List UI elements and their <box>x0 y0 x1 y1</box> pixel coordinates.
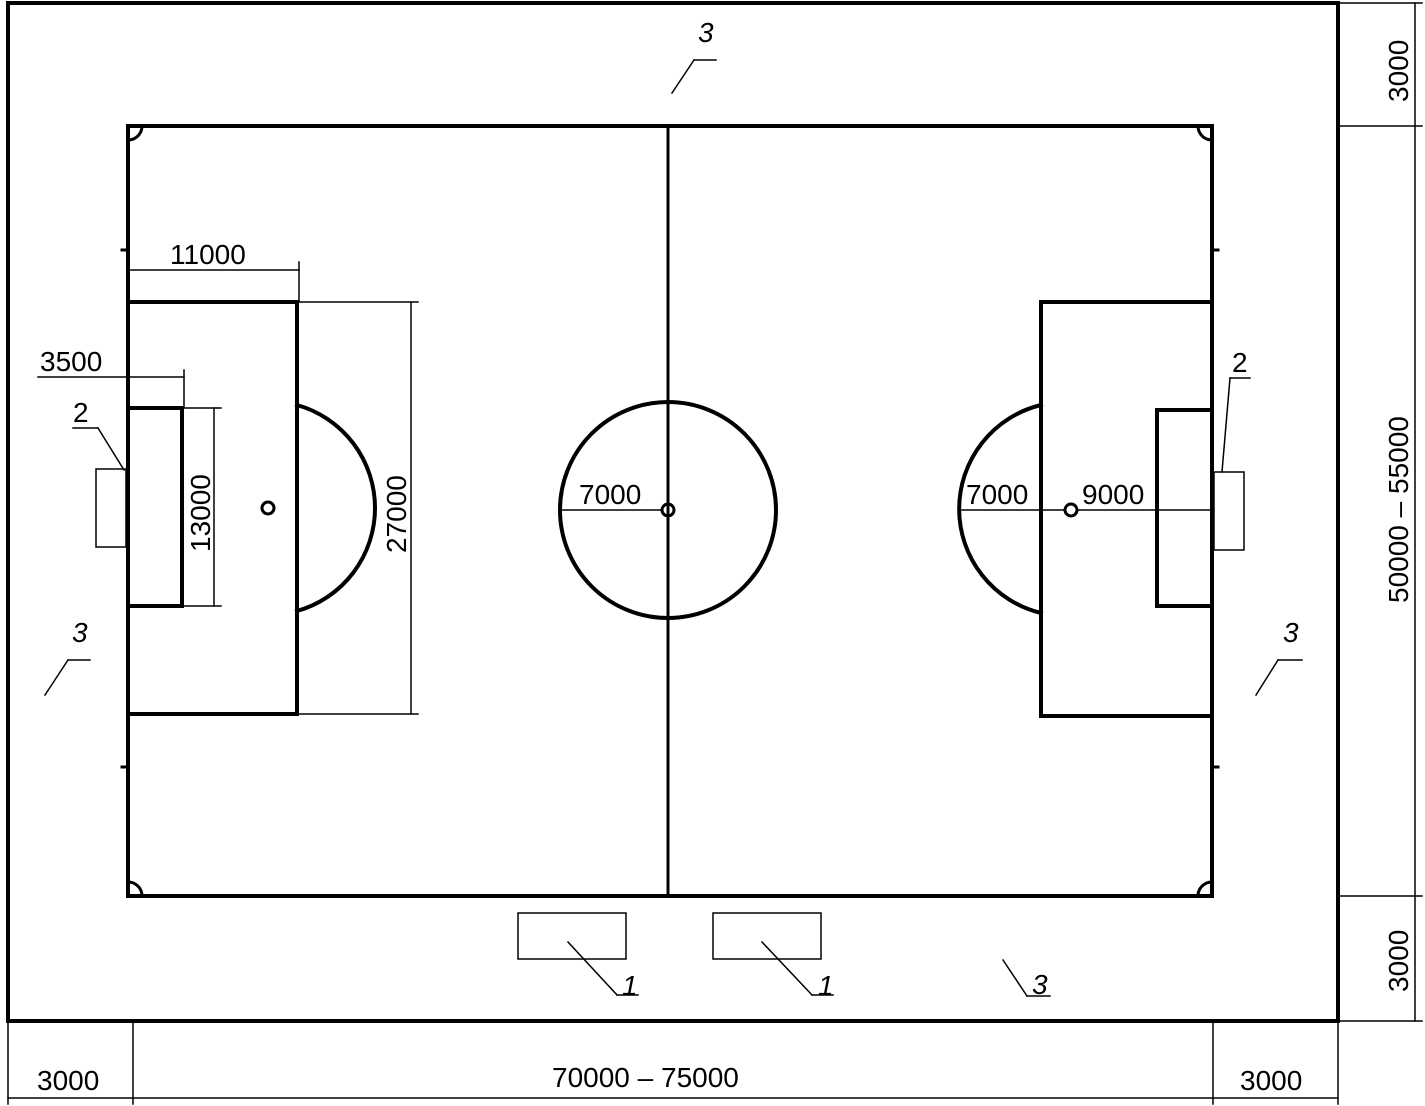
label-goal-right: 2 <box>1232 347 1248 378</box>
label-runoff-bottom: 3 <box>1032 969 1048 1000</box>
dim-text-3500: 3500 <box>40 346 102 377</box>
left-goal <box>95 468 127 548</box>
leader-3-bottom <box>1001 958 1029 998</box>
bench-right <box>712 912 822 960</box>
dim-text-margin-left: 3000 <box>37 1065 99 1096</box>
leader-2-right-diag <box>1221 377 1231 473</box>
leader-3-right <box>1254 658 1280 697</box>
label-runoff-left: 3 <box>72 617 88 648</box>
dim-text-9000: 9000 <box>1082 479 1144 510</box>
dim-text-field-height: 50000 – 55000 <box>1383 416 1414 603</box>
leader-1-left <box>566 940 619 997</box>
dim-text-right-arc-radius: 7000 <box>966 479 1028 510</box>
corner-arc-bottom-left <box>126 880 144 898</box>
leader-3-left <box>43 658 70 697</box>
dim-text-field-length: 70000 – 75000 <box>552 1062 739 1093</box>
leader-1-right <box>760 940 814 997</box>
right-penalty-arc <box>957 402 1044 616</box>
right-penalty-area <box>1039 300 1214 718</box>
label-goal-left: 2 <box>73 397 89 428</box>
dim-text-13000: 13000 <box>185 474 216 552</box>
right-goal-area <box>1155 408 1214 608</box>
leader-3-top <box>670 58 696 95</box>
leader-2-left-diag <box>96 426 126 472</box>
right-penalty-spot <box>1063 502 1079 518</box>
outer-boundary <box>6 1 1340 1023</box>
left-penalty-arc <box>294 402 377 614</box>
dim-text-11000: 11000 <box>170 239 246 270</box>
dim-text-margin-bottom: 3000 <box>1383 930 1414 992</box>
left-penalty-area <box>126 300 299 716</box>
field-boundary <box>126 124 1214 898</box>
label-bench-left: 1 <box>622 970 638 1001</box>
label-runoff-top: 3 <box>698 17 714 48</box>
right-goal <box>1213 471 1245 551</box>
dim-text-center-radius: 7000 <box>579 479 641 510</box>
corner-arc-top-left <box>126 124 144 142</box>
dim-text-27000: 27000 <box>381 475 412 553</box>
left-penalty-spot <box>260 500 276 516</box>
label-bench-right: 1 <box>818 970 834 1001</box>
dim-text-margin-right: 3000 <box>1240 1065 1302 1096</box>
left-goal-area <box>126 406 184 608</box>
dim-text-margin-top: 3000 <box>1383 40 1414 102</box>
bench-left <box>517 912 627 960</box>
corner-arc-bottom-right <box>1196 880 1214 898</box>
corner-arc-top-right <box>1196 124 1214 142</box>
label-runoff-right: 3 <box>1283 617 1299 648</box>
